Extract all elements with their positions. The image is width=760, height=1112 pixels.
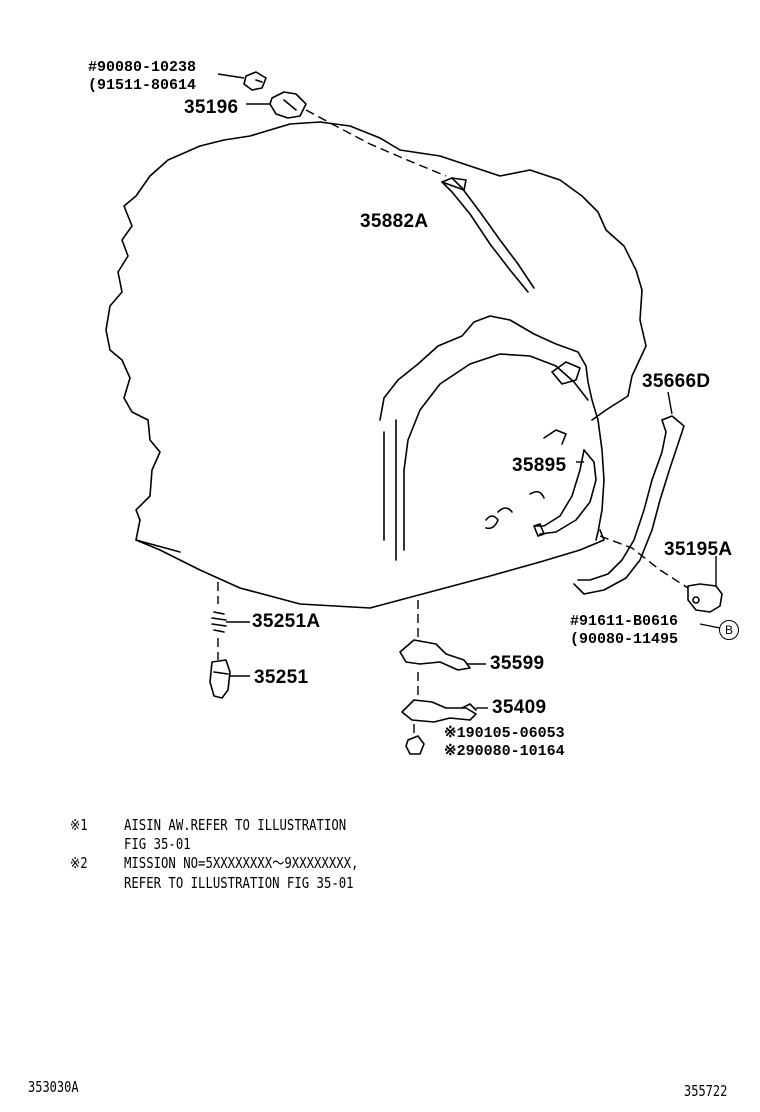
clamp-right-shape	[687, 583, 723, 613]
hose-35666d-shape	[573, 415, 685, 595]
bracket-35599-shape	[399, 639, 471, 671]
note-2-line1: MISSION NO=5XXXXXXXX～9XXXXXXXX,	[124, 854, 359, 872]
label-bracket-a: 35599	[490, 653, 545, 674]
note-2-line2: REFER TO ILLUSTRATION FIG 35-01	[124, 874, 354, 892]
leader-right-dash	[599, 535, 689, 589]
label-bolt-low-1: ※190105-06053	[444, 725, 565, 742]
label-bolt-right-part: #91611-B0616	[570, 613, 679, 630]
label-bolt-top-alt: (91511-80614	[88, 77, 197, 94]
label-hose-middle: 35895	[512, 455, 567, 476]
hose-35882a-shape	[441, 181, 529, 293]
plunger-shape	[209, 659, 231, 699]
label-spring: 35251A	[252, 611, 321, 632]
note-1-mark: ※1	[70, 816, 88, 834]
note-2-mark: ※2	[70, 854, 88, 872]
bell-housing-outline	[379, 315, 605, 541]
clamp-top-shape	[269, 91, 307, 119]
footer-left-code: 353030A	[28, 1078, 79, 1096]
label-hose-right: 35666D	[642, 371, 711, 392]
label-bolt-low-2: ※290080-10164	[444, 743, 565, 760]
bracket-35409-shape	[401, 699, 477, 723]
label-bracket-b: 35409	[492, 697, 547, 718]
label-hose-upper: 35882A	[360, 211, 429, 232]
label-clamp-top: 35196	[184, 97, 239, 118]
label-bolt-top-part: #90080-10238	[88, 59, 197, 76]
leader-top-dash	[305, 109, 447, 177]
note-1-line1: AISIN AW.REFER TO ILLUSTRATION	[124, 816, 347, 834]
bolt-top-shape	[243, 71, 267, 91]
label-bolt-right-alt: (90080-11495	[570, 631, 679, 648]
label-clamp-right: 35195A	[664, 539, 733, 560]
note-1-line2: FIG 35-01	[124, 835, 191, 853]
footer-right-code: 355722	[684, 1082, 728, 1100]
circle-marker-b: B	[719, 620, 739, 640]
label-plunger: 35251	[254, 667, 309, 688]
hose-35895-shape	[539, 449, 597, 535]
spring-shape	[211, 611, 227, 633]
oil-pan-outline	[135, 519, 605, 609]
bolt-lower-shape	[405, 735, 425, 755]
transmission-case-outline	[105, 121, 647, 521]
